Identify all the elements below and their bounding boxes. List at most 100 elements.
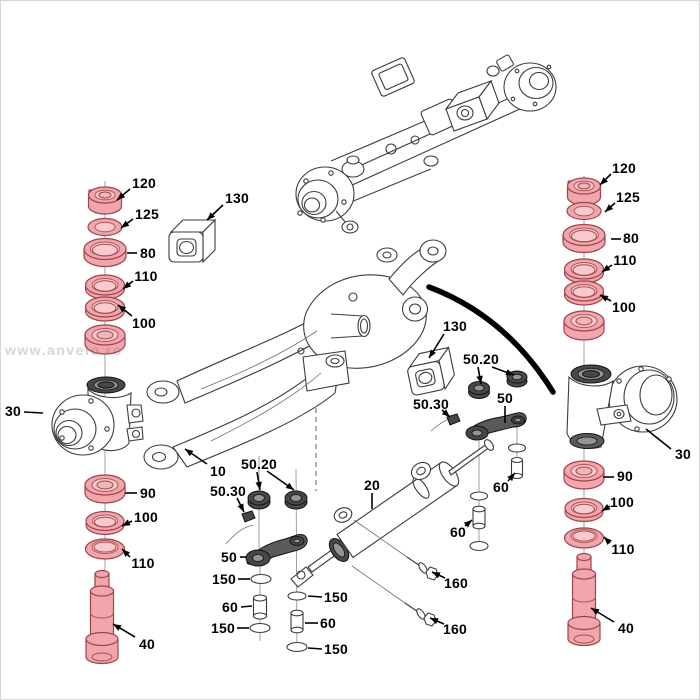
leader-arrowhead-washer-left <box>121 220 130 228</box>
left-knuckle-hub-drawing <box>51 376 144 456</box>
part-bearing-cup-left <box>83 237 127 268</box>
leader-arrowhead-bolt-160-upper <box>432 572 441 579</box>
leader-arrowhead-castle-nut-right <box>600 177 608 185</box>
callout-label-tie-rod-bushings-left: 50.20 <box>240 456 278 472</box>
part-bolt-160-upper <box>353 519 439 581</box>
leader-arrowhead-castle-nut-left <box>117 192 126 200</box>
leader-line-snap-ring-left-3 <box>307 595 323 598</box>
part-castle-nut-left <box>87 186 123 215</box>
part-bearing-90-left <box>84 474 126 504</box>
callout-label-bearing-cup-right: 80 <box>623 230 639 246</box>
steering-cylinder-drawing <box>290 439 495 588</box>
leader-arrowhead-clamp-right <box>441 409 450 417</box>
callout-label-spacer-right-1: 60 <box>493 479 509 495</box>
leader-arrowhead-kingpin-right <box>591 608 600 615</box>
leader-arrowhead-seal-100-left-upper <box>118 305 127 313</box>
callout-label-snap-ring-left-1: 150 <box>212 571 236 587</box>
part-seal-110-right-upper <box>563 258 605 284</box>
callout-label-bearing-90-right: 90 <box>617 468 633 484</box>
callout-label-kingpin-left: 40 <box>139 636 155 652</box>
callout-label-bearing-90-left: 90 <box>140 485 156 501</box>
part-bearing-cup-right <box>562 223 606 254</box>
part-bushing-cube-left <box>168 218 217 264</box>
part-kingpin-left <box>85 569 119 665</box>
callout-label-spacer-left-1: 60 <box>222 599 238 615</box>
leader-arrowhead-spacer-right-1 <box>507 473 515 482</box>
part-bearing-right-upper <box>563 310 605 341</box>
complete-axle-assembly-drawing <box>295 54 557 234</box>
leader-arrowhead-seal-110-right-upper <box>602 264 611 272</box>
watermark: www.anvelo.ro <box>5 342 123 358</box>
callout-label-seal-110-left-lower: 110 <box>131 555 155 571</box>
callout-label-seal-100-left-lower: 100 <box>134 509 158 525</box>
part-castle-nut-right <box>566 177 602 206</box>
callout-label-washer-right: 125 <box>616 189 640 205</box>
callout-label-castle-nut-right: 120 <box>612 160 636 176</box>
leader-arrowhead-bolt-160-lower <box>430 618 439 625</box>
leader-arrowhead-tie-rod-bushings-left <box>255 481 262 490</box>
callout-label-seal-100-right-upper: 100 <box>612 299 636 315</box>
callout-label-washer-left: 125 <box>135 206 159 222</box>
part-seal-100-right-upper <box>563 280 605 306</box>
callout-label-hub-left: 30 <box>5 403 21 419</box>
leader-arrowhead-seal-100-right-upper <box>600 295 609 302</box>
callout-label-bolt-160-lower: 160 <box>443 621 467 637</box>
part-kingpin-right <box>567 552 601 647</box>
leader-arrowhead-tie-rod-bushings-left <box>285 482 294 490</box>
callout-label-tie-rod-arm-left: 50 <box>221 549 237 565</box>
axle-housing-drawing <box>143 239 447 470</box>
part-bolt-160-lower <box>351 565 437 627</box>
leader-arrowhead-axle-housing <box>185 449 194 457</box>
callout-label-kingpin-right: 40 <box>618 620 634 636</box>
callout-label-tie-rod-bushings-right: 50.20 <box>462 351 500 367</box>
callout-label-steering-cylinder: 20 <box>364 477 380 493</box>
callout-label-bushing-cube-left: 130 <box>225 190 249 206</box>
callout-label-hub-right: 30 <box>675 446 691 462</box>
assembly-direction-arc <box>426 284 556 395</box>
leader-arrowhead-tie-rod-bushings-right <box>505 369 514 376</box>
callout-label-spacer-left-2: 60 <box>320 615 336 631</box>
callout-label-bolt-160-upper: 160 <box>444 575 468 591</box>
leader-arrowhead-bushing-cube-left <box>207 212 216 220</box>
part-seal-110-left-upper <box>84 274 126 300</box>
part-seal-110-left-lower <box>84 538 126 560</box>
leader-arrowhead-bushing-cube-right <box>429 349 436 358</box>
callout-label-clamp-right: 50.30 <box>412 396 450 412</box>
part-bearing-left-upper <box>84 324 126 355</box>
leader-arrowhead-seal-110-right-lower <box>604 537 612 545</box>
right-tie-rod-group <box>446 370 528 552</box>
right-knuckle-hub-drawing <box>566 364 678 449</box>
part-seal-110-right-lower <box>563 527 605 549</box>
leader-line-hub-left <box>23 411 44 414</box>
callout-label-bearing-cup-left: 80 <box>140 245 156 261</box>
callout-label-seal-100-right-lower: 100 <box>610 494 634 510</box>
part-seal-100-right-lower <box>564 497 604 523</box>
leader-arrowhead-clamp-left <box>237 503 244 512</box>
part-seal-100-left-lower <box>85 510 125 536</box>
leader-arrowhead-tie-rod-bushings-right <box>476 375 483 384</box>
callout-label-axle-housing: 10 <box>210 463 226 479</box>
callout-leader-lines <box>23 173 672 650</box>
leader-arrowhead-kingpin-left <box>113 624 122 631</box>
callout-label-bushing-cube-right: 130 <box>443 318 467 334</box>
callout-label-seal-100-left-upper: 100 <box>132 315 156 331</box>
callout-label-tie-rod-arm-right: 50 <box>497 390 513 406</box>
part-seal-100-left-upper <box>84 296 126 322</box>
part-washer-right <box>566 201 602 221</box>
part-washer-left <box>87 217 123 237</box>
leader-arrowhead-seal-110-left-upper <box>123 281 132 289</box>
leader-line-snap-ring-left-4 <box>307 647 323 650</box>
leader-line-hub-right <box>645 428 672 450</box>
callout-label-clamp-left: 50.30 <box>209 483 247 499</box>
part-bearing-90-right <box>563 460 605 490</box>
leader-arrowhead-spacer-right-2 <box>463 520 472 528</box>
callout-label-snap-ring-left-3: 150 <box>324 589 348 605</box>
left-tie-rod-group <box>241 490 308 653</box>
callout-label-snap-ring-left-4: 150 <box>324 641 348 657</box>
callout-label-seal-110-left-upper: 110 <box>134 268 158 284</box>
leader-arrowhead-seal-110-left-lower <box>122 549 130 557</box>
callout-label-seal-110-right-upper: 110 <box>613 252 637 268</box>
leader-arrowhead-seal-100-left-lower <box>122 519 131 526</box>
